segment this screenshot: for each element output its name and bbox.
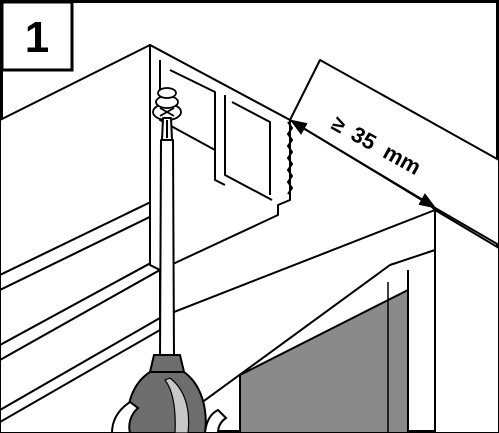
hand-icon xyxy=(110,400,228,433)
rail-end-ribs xyxy=(286,121,294,195)
curtain-rail xyxy=(0,44,291,423)
screw-icon xyxy=(152,87,182,121)
wall-shade xyxy=(239,288,409,433)
screwdriver-icon xyxy=(126,117,207,433)
step-badge: 1 xyxy=(0,0,74,72)
step-number: 1 xyxy=(25,13,49,62)
dimension-line xyxy=(289,119,437,209)
